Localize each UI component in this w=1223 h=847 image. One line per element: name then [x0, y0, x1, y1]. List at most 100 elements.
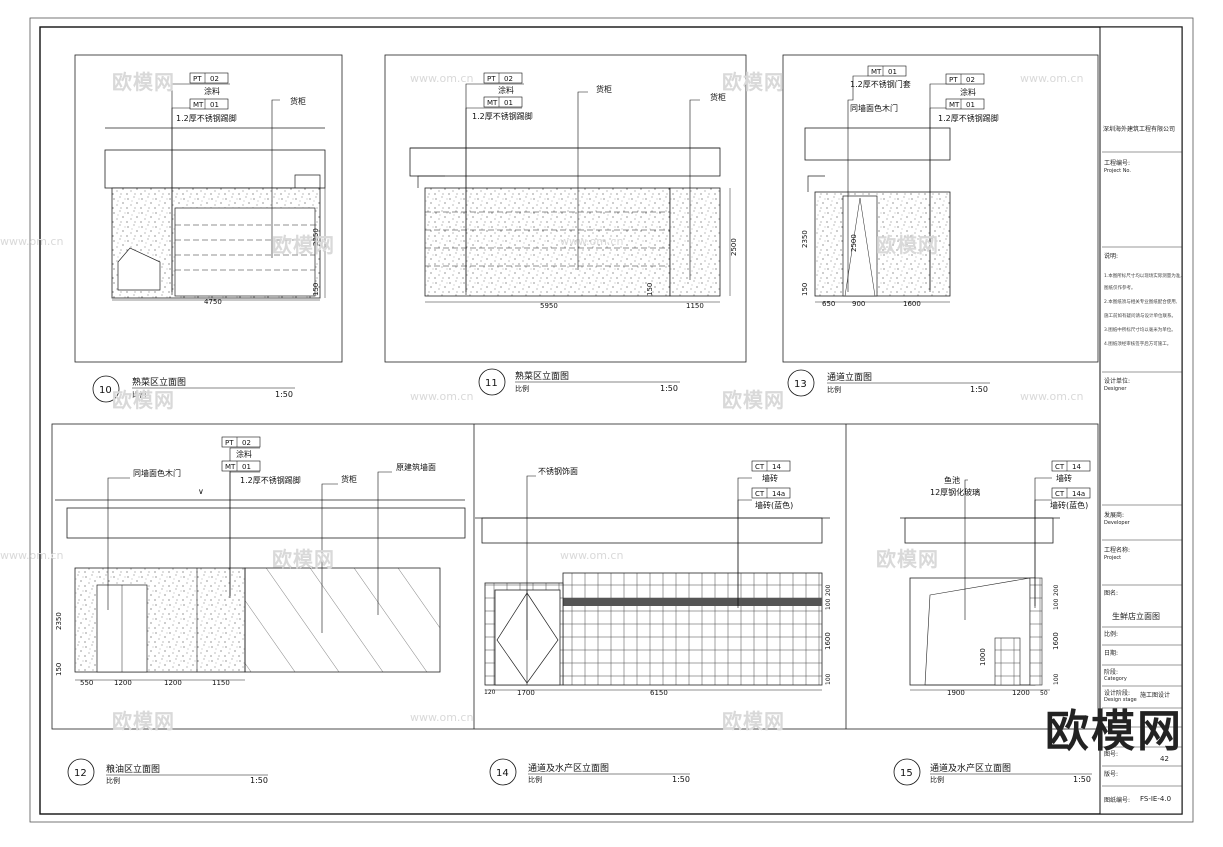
- svg-text:MT: MT: [225, 463, 236, 471]
- svg-text:01: 01: [504, 99, 513, 107]
- svg-text:比例: 比例: [930, 775, 944, 784]
- svg-text:比例: 比例: [528, 775, 542, 784]
- tb-note-2: 图纸仅作参考。: [1104, 286, 1136, 291]
- svg-text:PT: PT: [225, 439, 234, 447]
- svg-text:1600: 1600: [903, 300, 921, 308]
- svg-text:02: 02: [966, 76, 975, 84]
- tb-project-no-en: Project No.: [1104, 168, 1131, 174]
- view-title-13: 13 通道立面图 比例 1:50: [787, 369, 990, 397]
- svg-text:02: 02: [242, 439, 251, 447]
- svg-text:900: 900: [852, 300, 865, 308]
- tb-drawing-no: FS-IE-4.0: [1140, 795, 1172, 803]
- watermark-site-6: www.om.cn: [1020, 390, 1084, 403]
- watermark-site-2: www.om.cn: [1020, 72, 1084, 85]
- svg-text:通道及水产区立面图: 通道及水产区立面图: [528, 762, 609, 774]
- svg-text:MT: MT: [949, 101, 960, 109]
- svg-text:14a: 14a: [772, 490, 785, 498]
- svg-text:01: 01: [966, 101, 975, 109]
- svg-text:熟菜区立面图: 熟菜区立面图: [132, 376, 186, 388]
- svg-text:2500: 2500: [850, 234, 858, 252]
- tb-sheet-no: 42: [1160, 755, 1169, 763]
- tb-drawing-label: 图名:: [1104, 590, 1119, 597]
- watermark-site-5: www.om.cn: [410, 390, 474, 403]
- svg-text:1150: 1150: [212, 679, 230, 687]
- svg-text:比例: 比例: [515, 384, 529, 393]
- svg-text:墙砖: 墙砖: [762, 473, 778, 483]
- svg-text:150: 150: [646, 283, 654, 296]
- svg-text:1.2厚不锈钢踢脚: 1.2厚不锈钢踢脚: [938, 113, 999, 123]
- svg-text:墙砖: 墙砖: [1056, 473, 1072, 483]
- svg-text:1:50: 1:50: [275, 390, 293, 399]
- svg-text:14a: 14a: [1072, 490, 1085, 498]
- svg-text:2350: 2350: [312, 228, 320, 246]
- svg-text:100: 100: [825, 673, 832, 685]
- svg-text:2350: 2350: [55, 612, 63, 630]
- tb-note-6: 4.图纸须经审核签字后方可施工。: [1104, 342, 1172, 347]
- watermark-logo-9: 欧模网: [112, 709, 175, 733]
- svg-text:CT: CT: [1055, 463, 1065, 471]
- svg-text:涂料: 涂料: [236, 449, 252, 459]
- svg-text:14: 14: [772, 463, 781, 471]
- watermark-site-8: www.om.cn: [0, 549, 64, 562]
- svg-text:1200: 1200: [164, 679, 182, 687]
- svg-text:1:50: 1:50: [250, 776, 268, 785]
- svg-text:MT: MT: [193, 101, 204, 109]
- svg-text:6150: 6150: [650, 689, 668, 697]
- svg-text:1600: 1600: [824, 632, 832, 650]
- svg-text:100: 100: [1053, 598, 1060, 610]
- tb-stage-label: 阶段:: [1104, 669, 1119, 676]
- tb-design-stage-label: 设计阶段:: [1104, 690, 1131, 697]
- svg-text:200: 200: [825, 584, 832, 596]
- svg-text:同墙面色木门: 同墙面色木门: [850, 103, 898, 113]
- svg-text:MT: MT: [871, 68, 882, 76]
- tb-notes-label: 说明:: [1104, 253, 1119, 260]
- tb-project-name-label: 工程名称:: [1104, 547, 1131, 554]
- svg-text:150: 150: [55, 663, 63, 676]
- svg-text:比例: 比例: [132, 390, 146, 399]
- view-title-10: 10 熟菜区立面图 比例 1:50: [92, 375, 295, 403]
- tb-design-stage-value: 施工图设计: [1140, 692, 1171, 699]
- svg-text:1:50: 1:50: [970, 385, 988, 394]
- svg-text:货柜: 货柜: [710, 92, 726, 102]
- svg-text:货柜: 货柜: [290, 96, 306, 106]
- svg-text:13: 13: [794, 379, 807, 390]
- tb-designer-en: Designer: [1104, 386, 1127, 392]
- view-12: ∨ 同墙面色木门 PT 02 涂料 MT 01 1.2厚不锈钢踢脚 货柜 原建筑…: [55, 436, 466, 687]
- svg-text:CT: CT: [755, 490, 765, 498]
- watermark-site-1: www.om.cn: [410, 72, 474, 85]
- svg-text:货柜: 货柜: [341, 474, 357, 484]
- tb-note-3: 2.本图纸须与相关专业图纸配合使用,: [1104, 300, 1178, 305]
- tb-version-label: 版号:: [1104, 771, 1119, 778]
- watermark-logo-7: 欧模网: [272, 547, 335, 571]
- svg-text:原建筑墙面: 原建筑墙面: [396, 462, 436, 472]
- svg-text:01: 01: [242, 463, 251, 471]
- watermark-site-9: www.om.cn: [410, 711, 474, 724]
- svg-text:涂料: 涂料: [204, 86, 220, 96]
- svg-text:2350: 2350: [801, 230, 809, 248]
- svg-text:200: 200: [1053, 584, 1060, 596]
- svg-text:10: 10: [99, 385, 112, 396]
- svg-text:650: 650: [822, 300, 835, 308]
- svg-text:14: 14: [496, 768, 509, 779]
- svg-text:鱼池: 鱼池: [944, 475, 960, 485]
- svg-text:1900: 1900: [947, 689, 965, 697]
- svg-text:熟菜区立面图: 熟菜区立面图: [515, 370, 569, 382]
- svg-text:CT: CT: [1055, 490, 1065, 498]
- tb-scale-label: 比例:: [1104, 631, 1119, 638]
- watermark-logo-3: 欧模网: [272, 233, 335, 257]
- svg-text:1200: 1200: [114, 679, 132, 687]
- svg-text:1200: 1200: [1012, 689, 1030, 697]
- tb-company: 深圳海外建筑工程有限公司: [1103, 126, 1176, 133]
- watermark-logo-10: 欧模网: [722, 709, 785, 733]
- watermark-logo-2: 欧模网: [722, 70, 785, 94]
- svg-text:同墙面色木门: 同墙面色木门: [133, 468, 181, 478]
- svg-text:01: 01: [888, 68, 897, 76]
- svg-text:150: 150: [312, 283, 320, 296]
- svg-text:02: 02: [210, 75, 219, 83]
- view-title-11: 11 熟菜区立面图 比例 1:50: [478, 368, 680, 396]
- tb-drawing-no-label: 图纸编号:: [1104, 797, 1131, 804]
- svg-text:100: 100: [825, 598, 832, 610]
- svg-text:货柜: 货柜: [596, 84, 612, 94]
- watermark-site-4: www.om.cn: [0, 235, 64, 248]
